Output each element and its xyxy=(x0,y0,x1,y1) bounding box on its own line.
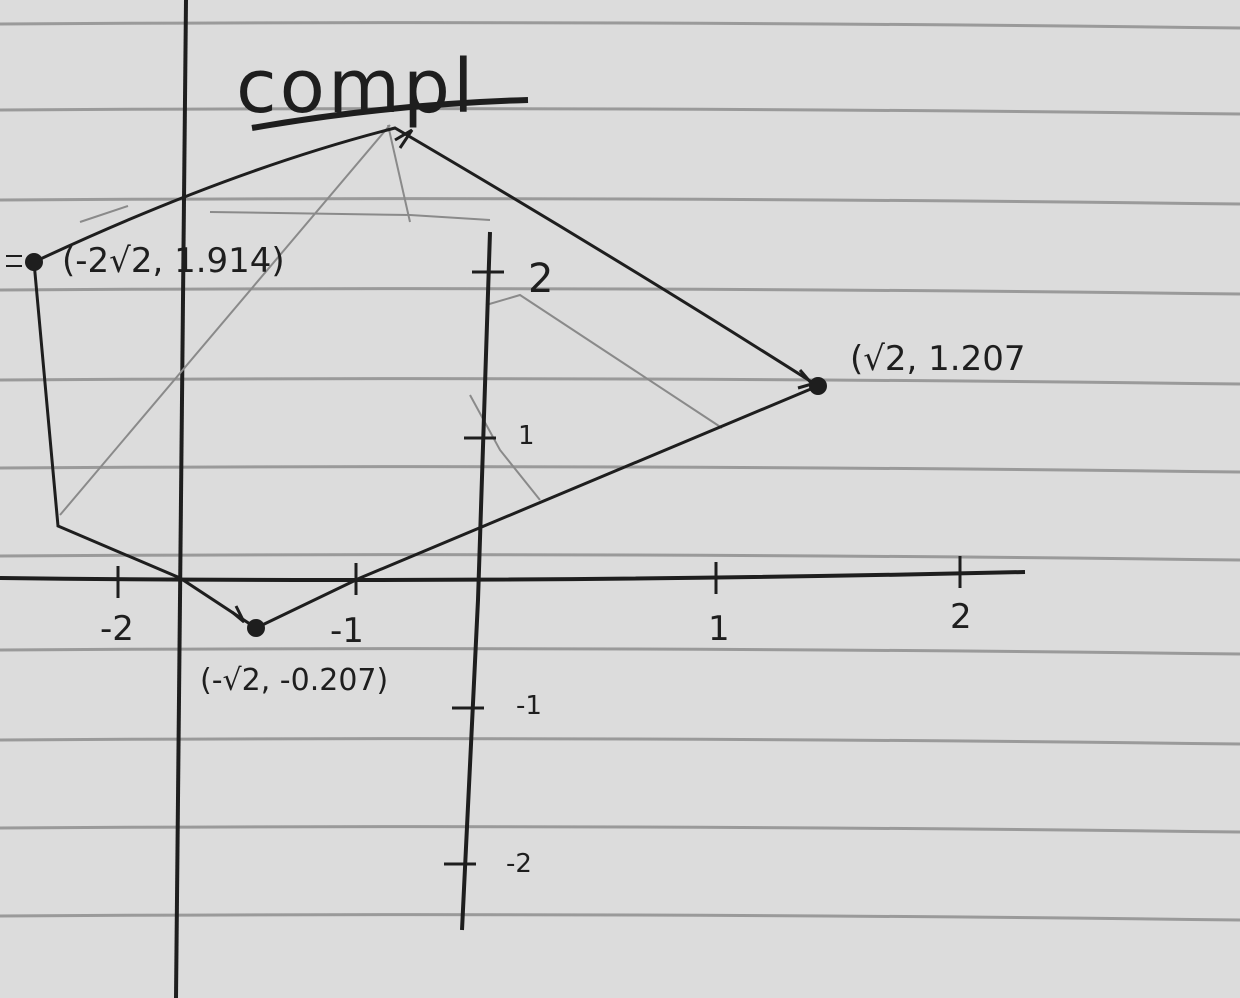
tick-layer: -2 -1 1 2 2 1 -1 -2 xyxy=(100,256,972,879)
sketch-guides xyxy=(59,124,723,516)
point-layer: (-2√2, 1.914) (√2, 1.207 (-√2, -0.207) xyxy=(25,241,1026,698)
x-tick-label: 2 xyxy=(950,597,972,637)
margin-line xyxy=(174,0,188,998)
y-tick-label: 2 xyxy=(528,256,553,302)
point-label: (-2√2, 1.914) xyxy=(62,241,285,281)
shape-outline xyxy=(32,126,822,630)
y-tick-label: -1 xyxy=(516,691,542,721)
point-marker xyxy=(809,377,827,395)
x-tick-label: 1 xyxy=(708,609,730,649)
x-axis xyxy=(0,570,1026,582)
y-tick-label: -2 xyxy=(506,849,532,879)
x-tick-label: -2 xyxy=(100,609,134,649)
y-tick-label: 1 xyxy=(518,421,535,451)
point-label: (-√2, -0.207) xyxy=(200,663,388,698)
point-marker xyxy=(247,619,265,637)
point-label: (√2, 1.207 xyxy=(850,339,1026,379)
x-tick-label: -1 xyxy=(330,611,364,651)
y-axis xyxy=(460,231,492,931)
point-marker xyxy=(25,253,43,271)
page-title: compl xyxy=(236,44,477,130)
title-underline xyxy=(251,97,529,131)
coordinate-axes xyxy=(0,231,1026,931)
hatch-marks xyxy=(6,255,22,267)
